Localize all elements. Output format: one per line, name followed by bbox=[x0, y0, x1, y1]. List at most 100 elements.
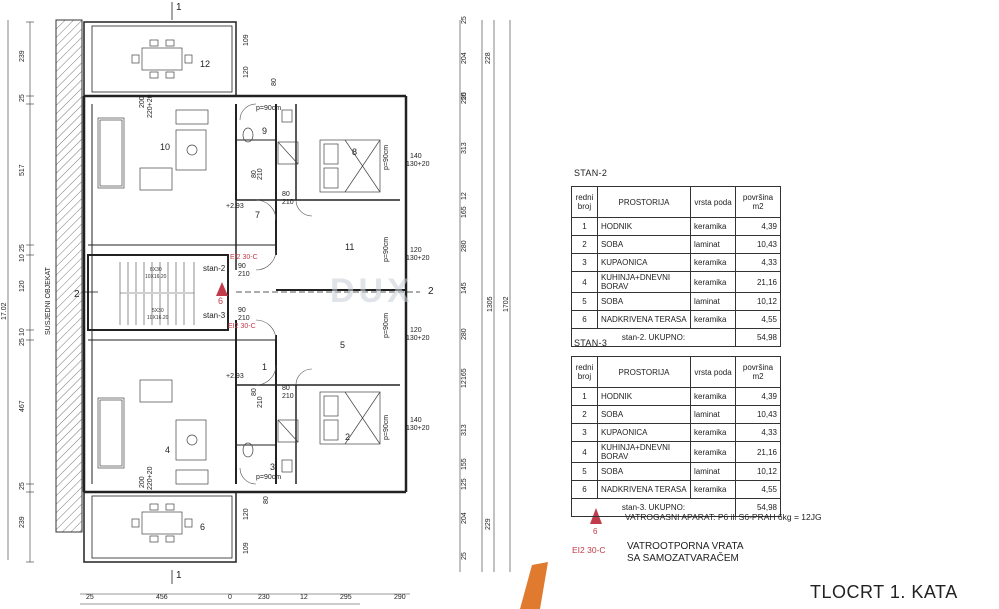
dim-right-label: 250 bbox=[461, 92, 468, 104]
dim-right-label: 204 bbox=[461, 512, 468, 524]
dim-210-6: 210 bbox=[257, 396, 264, 408]
win-130d: 130+20 bbox=[406, 425, 430, 432]
dim-left-label: 25 bbox=[19, 482, 26, 490]
stair-label-b: 10X16.20 bbox=[145, 274, 167, 280]
dim-90-2: 90 bbox=[238, 307, 246, 314]
win-130a: 130+20 bbox=[406, 161, 430, 168]
dim-120: 120 bbox=[243, 66, 250, 78]
win-220b: 220+20 bbox=[147, 466, 154, 490]
row-floor: laminat bbox=[690, 405, 736, 424]
walls bbox=[82, 21, 408, 563]
row-area: 4,33 bbox=[735, 253, 781, 272]
dim-bottom-label: 12 bbox=[300, 594, 308, 601]
dim-210-3: 210 bbox=[238, 271, 250, 278]
dim-right-total-b: 1702 bbox=[503, 296, 510, 312]
room-11: 11 bbox=[345, 242, 354, 252]
win-130b: 130+20 bbox=[406, 255, 430, 262]
dim-109: 109 bbox=[243, 34, 250, 46]
room-1: 1 bbox=[262, 362, 267, 372]
dim-left-label: 10 bbox=[19, 254, 26, 262]
row-room: SOBA bbox=[596, 405, 692, 424]
level-bottom: +2.93 bbox=[226, 373, 244, 380]
row-area: 10,12 bbox=[735, 462, 781, 481]
dim-left-label: 239 bbox=[19, 516, 26, 528]
room-10: 10 bbox=[160, 142, 170, 152]
stair-label-d: 10X16.20 bbox=[147, 315, 169, 321]
room-6-mid: 6 bbox=[218, 296, 223, 306]
section-1-top: 1 bbox=[176, 2, 182, 13]
dim-bottom-label: 456 bbox=[156, 594, 168, 601]
dim-chain-right bbox=[459, 20, 511, 572]
living-furniture-bottom bbox=[97, 379, 209, 485]
terrace-table-top bbox=[131, 39, 193, 79]
legend-door-code: EI2 30-C bbox=[572, 545, 606, 555]
label-stan-2: stan-2 bbox=[203, 264, 226, 273]
dim-right-label: 125 bbox=[461, 478, 468, 490]
section-lines bbox=[82, 2, 420, 584]
room-12: 12 bbox=[200, 59, 210, 69]
dim-right-b-label: 229 bbox=[485, 518, 492, 530]
row-number: 6 bbox=[571, 310, 598, 329]
stan2-total: 54,98 bbox=[735, 328, 781, 347]
dim-bottom-label: 25 bbox=[86, 594, 94, 601]
row-number: 5 bbox=[571, 292, 598, 311]
row-area: 4,39 bbox=[735, 387, 781, 406]
room-8: 8 bbox=[352, 147, 357, 157]
dim-right-label: 204 bbox=[461, 52, 468, 64]
room-7: 7 bbox=[255, 210, 260, 220]
header-prostorija: PROSTORIJA bbox=[596, 356, 692, 388]
legend-door-text-1: VATROOTPORNA VRATA bbox=[627, 541, 744, 552]
row-area: 10,43 bbox=[735, 405, 781, 424]
row-room: KUPAONICA bbox=[596, 253, 692, 272]
dim-109b: 109 bbox=[243, 542, 250, 554]
row-room: KUHINJA+DNEVNI BORAV bbox=[596, 271, 692, 293]
win-120b: 120 bbox=[410, 327, 422, 334]
stan2-table: redni broj PROSTORIJA vrsta poda površin… bbox=[571, 186, 781, 347]
dim-right-label: 12 bbox=[461, 380, 468, 388]
win-220a: 220+20 bbox=[147, 94, 154, 118]
row-area: 4,39 bbox=[735, 217, 781, 236]
row-floor: laminat bbox=[690, 462, 736, 481]
dim-right-labels: 2520425250313121652801452801651231315512… bbox=[461, 16, 510, 560]
bed-bottom bbox=[319, 391, 381, 445]
bed-top bbox=[319, 139, 381, 193]
row-area: 10,12 bbox=[735, 292, 781, 311]
row-room: NADKRIVENA TERASA bbox=[596, 480, 692, 499]
dim-right-label: 280 bbox=[461, 240, 468, 252]
dim-210-4: 210 bbox=[238, 315, 250, 322]
legend-extinguisher-text: VATROGASNI APARAT: P6 ili S6-PRAH 6kg = … bbox=[625, 512, 822, 522]
stair-label-c: 5X30 bbox=[152, 308, 164, 314]
row-area: 21,16 bbox=[735, 271, 781, 293]
drawing-title: TLOCRT 1. KATA bbox=[810, 582, 958, 602]
door-swings bbox=[239, 103, 313, 485]
row-room: NADKRIVENA TERASA bbox=[596, 310, 692, 329]
dim-left-label: 517 bbox=[19, 164, 26, 176]
bathroom-fixtures-bottom bbox=[242, 419, 299, 473]
neighbor-building bbox=[55, 19, 83, 533]
dim-right-total-a: 1305 bbox=[487, 296, 494, 312]
door-2: p=90cm bbox=[383, 415, 390, 440]
row-number: 6 bbox=[571, 480, 598, 499]
legend-door-text-2: SA SAMOZATVARAČEM bbox=[627, 553, 739, 564]
dim-left-total: 17.02 bbox=[1, 302, 8, 320]
stan3-title: STAN-3 bbox=[574, 338, 608, 348]
dim-right-label: 12 bbox=[461, 192, 468, 200]
header-redni: redni broj bbox=[571, 356, 598, 388]
row-floor: keramika bbox=[690, 441, 736, 463]
dim-right-label: 313 bbox=[461, 424, 468, 436]
row-floor: keramika bbox=[690, 423, 736, 442]
win-200a: 200 bbox=[139, 96, 146, 108]
dim-chain-left bbox=[7, 20, 34, 563]
row-floor: keramika bbox=[690, 310, 736, 329]
header-povrsina: površina m2 bbox=[735, 186, 781, 218]
living-furniture-top bbox=[97, 109, 209, 191]
watermark: DUX bbox=[330, 272, 414, 310]
dim-80b: 80 bbox=[263, 496, 270, 504]
header-vrsta: vrsta poda bbox=[690, 356, 736, 388]
